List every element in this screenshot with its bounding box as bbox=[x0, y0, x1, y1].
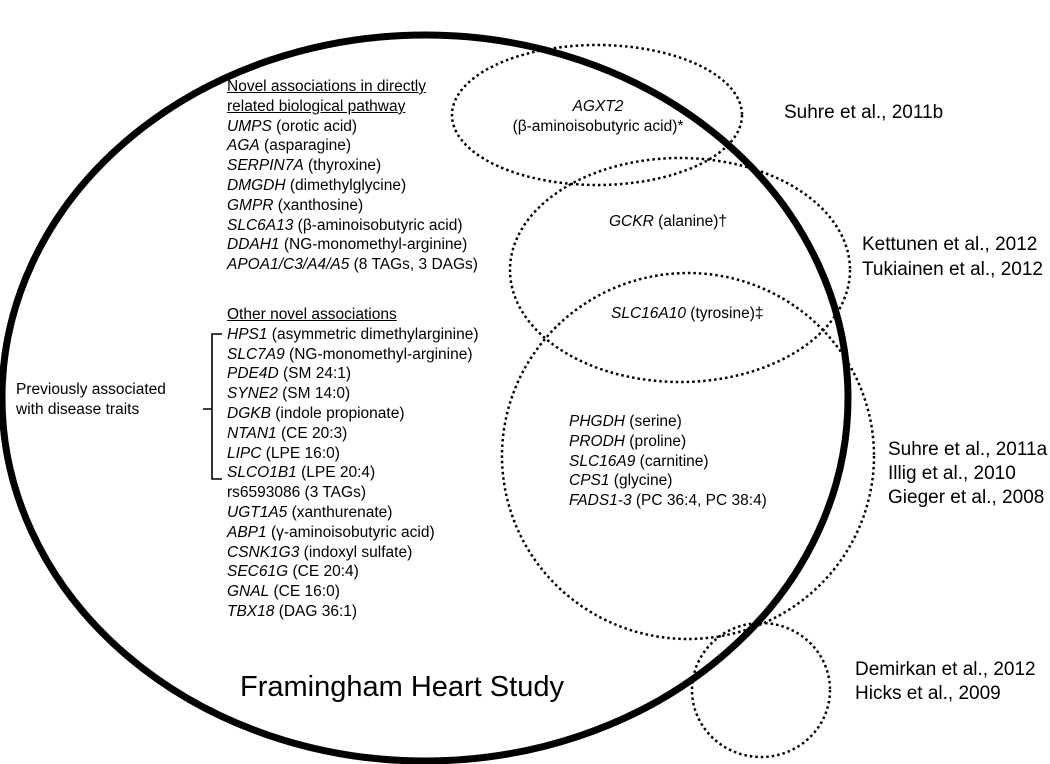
list-item: ABP1 (γ-aminoisobutyric acid) bbox=[227, 523, 435, 541]
list-item: DMGDH (dimethylglycine) bbox=[227, 176, 407, 194]
list-item: PHGDH (serine) bbox=[569, 413, 682, 430]
citation-tukiainen: Tukiainen et al., 2012 bbox=[862, 259, 1043, 280]
list-item: SLC7A9 (NG-monomethyl-arginine) bbox=[227, 345, 473, 363]
disease-label-line1: Previously associated bbox=[16, 381, 166, 398]
list-item: GMPR (xanthosine) bbox=[227, 196, 364, 214]
list-item: DGKB (indole propionate) bbox=[227, 404, 405, 422]
disease-traits-label: Previously associated with disease trait… bbox=[16, 380, 166, 420]
list-item: PDE4D (SM 24:1) bbox=[227, 365, 352, 383]
list-item: SLCO1B1 (LPE 20:4) bbox=[227, 464, 376, 482]
other-novel-list: Other novel associations HPS1 (asymmetri… bbox=[227, 305, 479, 622]
list-item: UGT1A5 (xanthurenate) bbox=[227, 503, 393, 521]
list-item: AGA (asparagine) bbox=[227, 137, 352, 155]
disease-label-line2: with disease traits bbox=[16, 400, 140, 418]
citation-hicks: Hicks et al., 2009 bbox=[855, 683, 1001, 704]
slc16a10-label: SLC16A10 (tyrosine)‡ bbox=[611, 305, 764, 322]
citation-suhre-2011a: Suhre et al., 2011a bbox=[888, 439, 1048, 460]
suhre-illig-gieger-ellipse bbox=[500, 271, 876, 641]
list-item: PRODH (proline) bbox=[569, 432, 687, 450]
list-item: CSNK1G3 (indoxyl sulfate) bbox=[227, 543, 413, 561]
list-item: LIPC (LPE 16:0) bbox=[227, 444, 340, 462]
list-item: APOA1/C3/A4/A5 (8 TAGs, 3 DAGs) bbox=[227, 256, 478, 274]
citation-demirkan: Demirkan et al., 2012 bbox=[855, 659, 1036, 680]
suhre-2011b-ellipse bbox=[450, 43, 744, 187]
list-item: SLC6A13 (β-aminoisobutyric acid) bbox=[227, 216, 463, 234]
list-item: GNAL (CE 16:0) bbox=[227, 583, 340, 601]
citation-suhre-2011b: Suhre et al., 2011b bbox=[784, 102, 944, 123]
list-item: HPS1 (asymmetric dimethylarginine) bbox=[227, 325, 479, 343]
agxt2-trait: (β-aminoisobutyric acid)* bbox=[512, 117, 684, 135]
framingham-circle bbox=[0, 31, 852, 764]
agxt2-label: AGXT2 (β-aminoisobutyric acid)* bbox=[470, 97, 726, 137]
novel-pathway-header-line1: Novel associations in directly bbox=[227, 78, 427, 95]
list-item: SERPIN7A (thyroxine) bbox=[227, 157, 382, 175]
disease-traits-bracket bbox=[203, 333, 222, 480]
list-item: SEC61G (CE 20:4) bbox=[227, 563, 359, 581]
list-item: DDAH1 (NG-monomethyl-arginine) bbox=[227, 236, 468, 254]
list-item: FADS1-3 (PC 36:4, PC 38:4) bbox=[569, 492, 767, 510]
agxt2-gene: AGXT2 bbox=[572, 98, 624, 115]
kettunen-tukiainen-ellipse bbox=[508, 156, 852, 384]
gckr-label: GCKR (alanine)† bbox=[609, 213, 728, 230]
citation-gieger: Gieger et al., 2008 bbox=[888, 487, 1045, 508]
novel-pathway-header-line2: related biological pathway bbox=[227, 97, 406, 115]
suhre-group-list: PHGDH (serine) PRODH (proline) SLC16A9 (… bbox=[569, 412, 767, 511]
list-item: CPS1 (glycine) bbox=[569, 472, 673, 490]
list-item: SYNE2 (SM 14:0) bbox=[227, 385, 351, 403]
list-item: TBX18 (DAG 36:1) bbox=[227, 602, 358, 620]
other-novel-header: Other novel associations bbox=[227, 306, 397, 323]
novel-pathway-list: Novel associations in directly related b… bbox=[227, 77, 478, 275]
framingham-label: Framingham Heart Study bbox=[240, 671, 564, 703]
list-item: UMPS (orotic acid) bbox=[227, 117, 358, 135]
demirkan-hicks-ellipse bbox=[690, 621, 832, 759]
list-item: rs6593086 (3 TAGs) bbox=[227, 484, 366, 502]
citation-kettunen: Kettunen et al., 2012 bbox=[862, 234, 1038, 255]
citation-illig: Illig et al., 2010 bbox=[888, 463, 1016, 484]
list-item: NTAN1 (CE 20:3) bbox=[227, 424, 348, 442]
list-item: SLC16A9 (carnitine) bbox=[569, 452, 709, 470]
